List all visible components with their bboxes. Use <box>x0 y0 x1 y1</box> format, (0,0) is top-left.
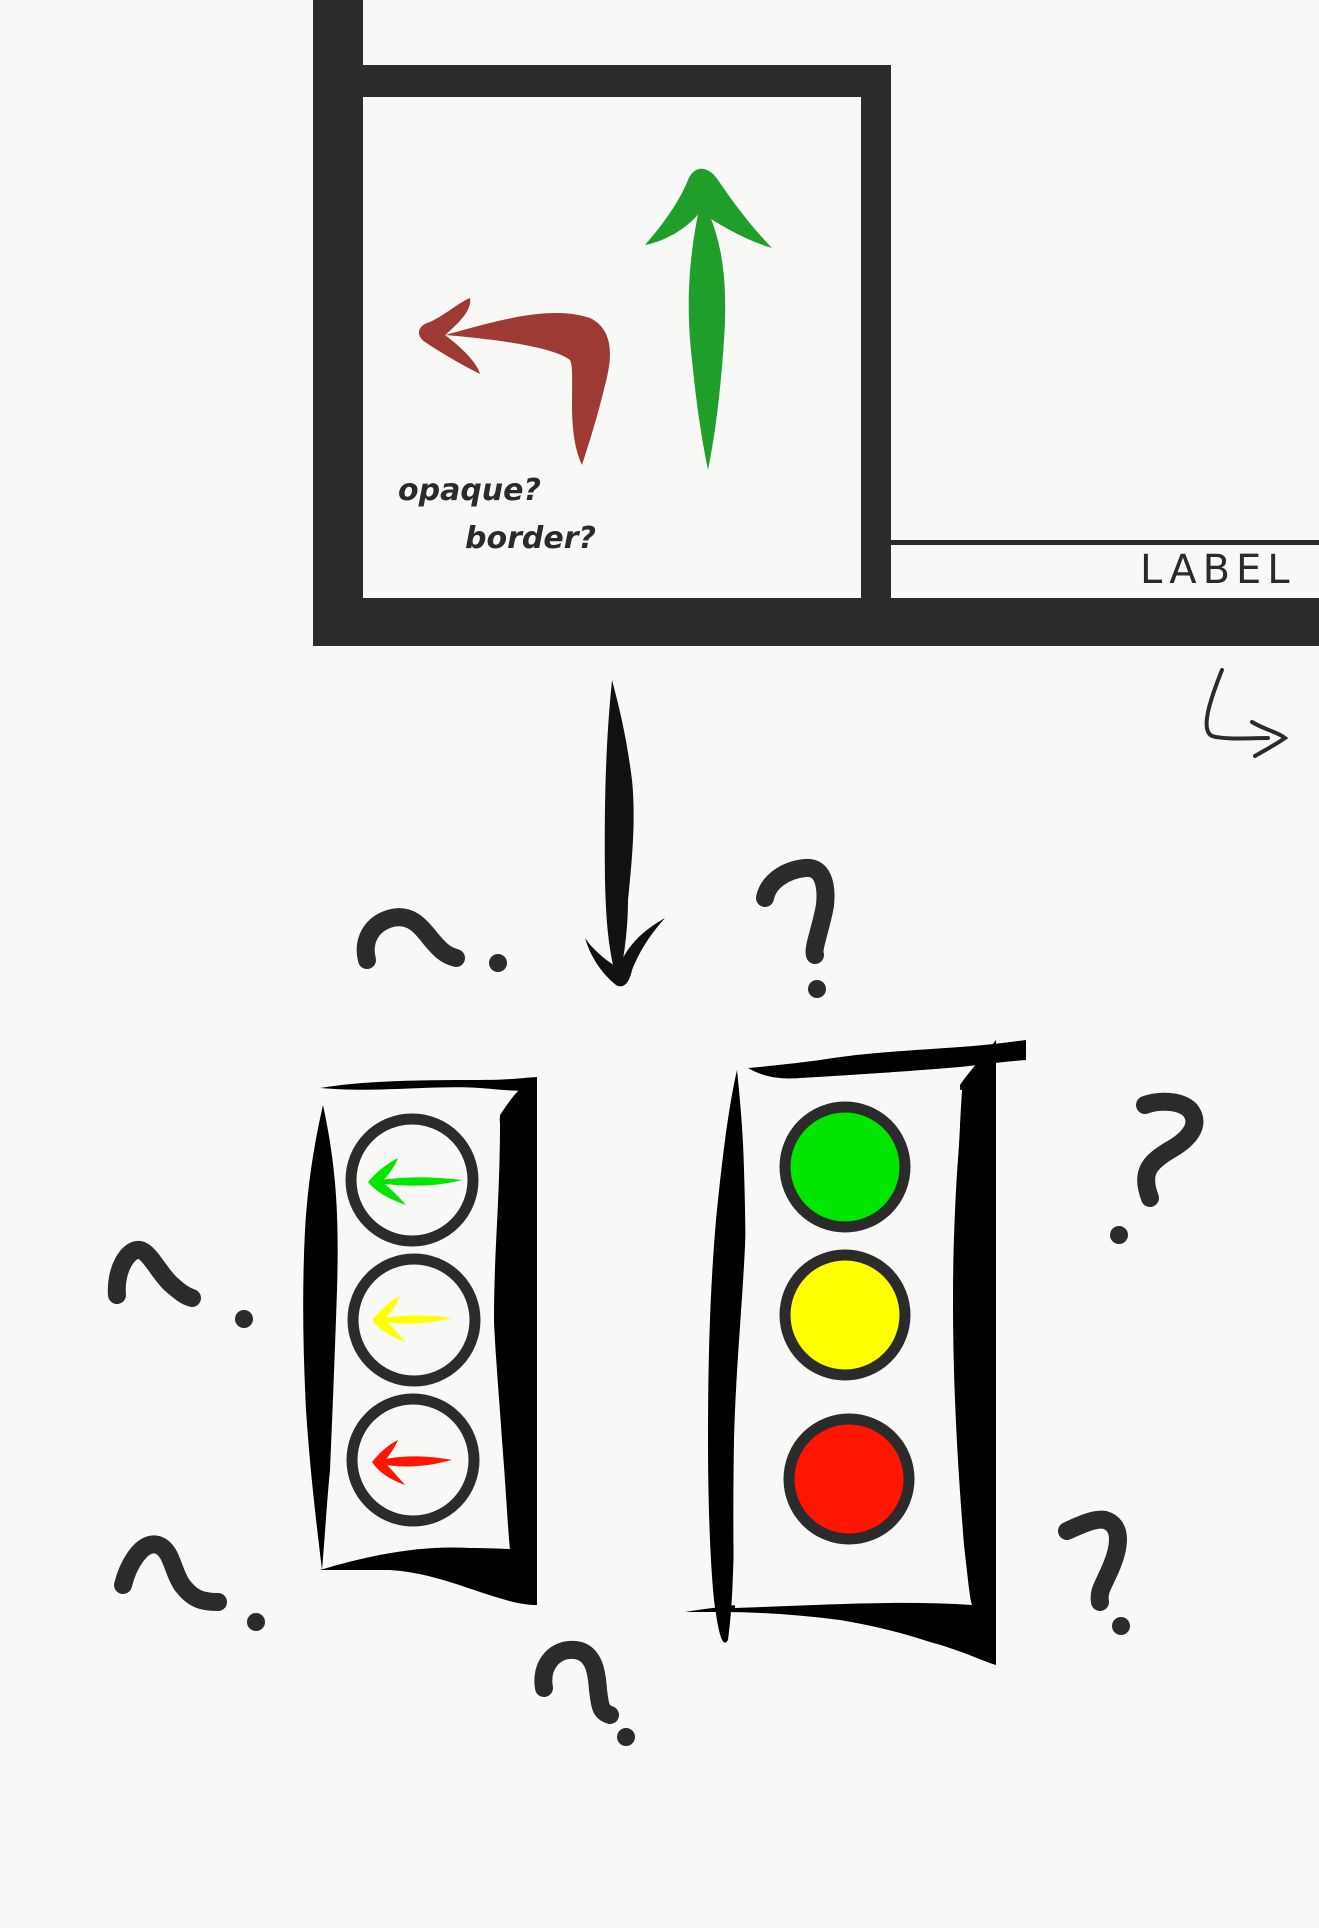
signal-right-light-red <box>783 1413 915 1545</box>
arrow-turn-left-icon <box>418 298 610 465</box>
question-mark-icon <box>356 908 507 972</box>
question-mark-icon <box>534 1640 635 1746</box>
question-marks <box>107 858 1204 1746</box>
arrow-down-icon <box>585 680 665 987</box>
signal-left-housing-left <box>303 1105 338 1570</box>
signal-right-light-yellow <box>779 1249 911 1381</box>
signal-left <box>303 1077 537 1605</box>
label-text: LABEL <box>1140 547 1296 593</box>
left-arrow-icon <box>372 1296 452 1342</box>
left-arrow-icon <box>372 1440 452 1485</box>
signal-left-light-yellow <box>347 1253 481 1387</box>
signal-left-light-green <box>345 1113 479 1247</box>
signal-right-housing-right <box>951 1040 996 1662</box>
signal-left-housing-bottom <box>320 1547 537 1605</box>
return-arrow-icon <box>1204 668 1289 758</box>
signal-right-housing-bottom <box>685 1590 996 1665</box>
frame-bottom-bar <box>313 598 1319 646</box>
frame-left-bar <box>313 0 363 646</box>
question-mark-icon <box>107 1241 253 1328</box>
signal-right-light-green <box>779 1101 911 1233</box>
question-mark-icon <box>114 1535 265 1631</box>
signal-left-light-red <box>346 1393 480 1527</box>
question-mark-icon <box>1058 1510 1130 1635</box>
signal-left-housing-top <box>320 1077 537 1091</box>
question-mark-icon <box>1110 1092 1204 1244</box>
label-baseline <box>891 540 1319 545</box>
signal-left-housing-right <box>492 1077 537 1555</box>
opaque-note: opaque? <box>398 473 541 508</box>
border-note: border? <box>465 521 596 556</box>
frame-right-bar <box>861 85 891 645</box>
frame-structure <box>313 0 1319 646</box>
signal-right-housing-top <box>748 1040 1026 1079</box>
arrow-up-icon <box>645 168 772 470</box>
signal-right <box>685 1040 1026 1665</box>
question-mark-icon <box>756 858 835 998</box>
frame-top-bar <box>313 65 891 97</box>
left-arrow-icon <box>368 1158 462 1205</box>
